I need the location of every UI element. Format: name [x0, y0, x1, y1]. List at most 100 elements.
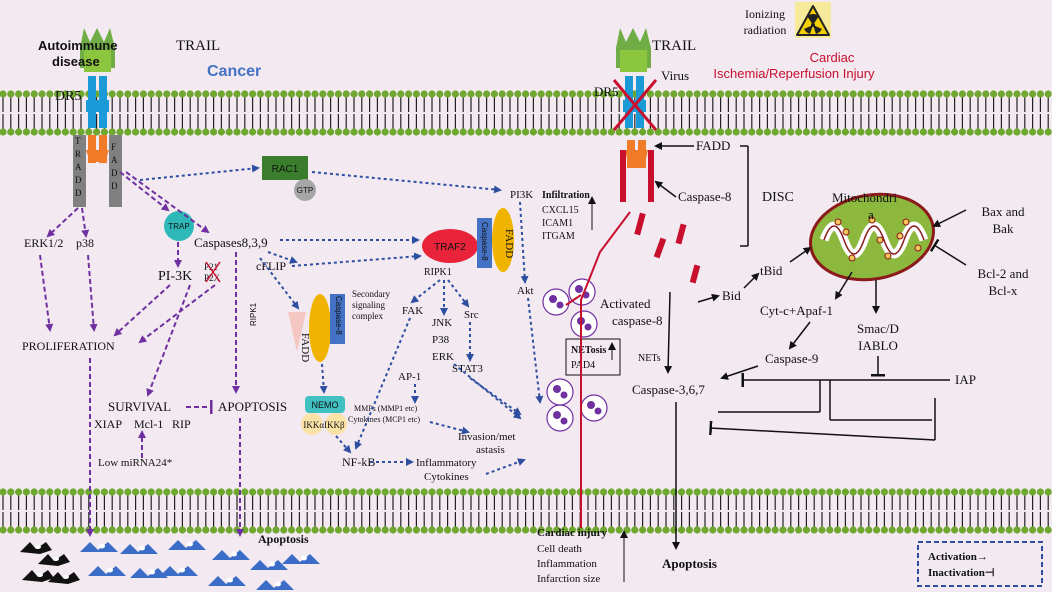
fadd-label: FADD: [299, 333, 311, 362]
proliferation-label: PROLIFERATION: [22, 339, 115, 353]
svg-text:D: D: [75, 175, 82, 185]
svg-text:D: D: [75, 188, 82, 198]
caspases-label: Caspases8,3,9: [194, 235, 268, 250]
nemo-label: NEMO: [312, 400, 339, 410]
iap-label: IAP: [955, 372, 976, 387]
caspase9-arrow: [788, 321, 811, 350]
svg-text:D: D: [111, 168, 118, 178]
inflammation-label: Inflammation: [537, 558, 597, 570]
svg-text:R: R: [75, 149, 81, 159]
svg-text:A: A: [75, 162, 82, 172]
tbid-label: tBid: [760, 263, 783, 278]
p38-label-b: P38: [432, 334, 450, 346]
cytc-arrow: [834, 271, 853, 300]
caspase8-label-b: Caspase-8: [480, 222, 489, 261]
cell-membrane-top: [0, 90, 1052, 136]
itgam-label: ITGAM: [542, 231, 575, 242]
center-blue-arrows: [139, 164, 544, 475]
p21-label: P21: [204, 262, 218, 272]
nets-label: NETs: [638, 353, 661, 364]
trail-ligand-left: [80, 28, 115, 72]
caspase8-box-b: [477, 218, 492, 268]
apoptotic-cells: [20, 540, 320, 590]
disc-label: DISC: [762, 190, 794, 205]
trail-ligand-right: [616, 28, 651, 72]
mmps-label: MMPs (MMP1 etc): [354, 404, 417, 413]
trail-label-left: TRAIL: [176, 38, 220, 54]
mcl1-label: Mcl-1: [134, 417, 163, 431]
gtp-node: [294, 179, 316, 201]
fadd-ellipse: [309, 294, 331, 362]
bcl2-inhibit: [929, 238, 967, 266]
erk-label: ERK: [432, 351, 454, 363]
gtp-label: GTP: [297, 186, 313, 195]
akt-label: Akt: [517, 285, 534, 297]
ikk-label: IKKαIKKβ: [303, 420, 345, 430]
cancer-title: Cancer: [207, 63, 261, 80]
radiation-hazard-icon: [795, 2, 831, 38]
red-signal-lines: [565, 211, 631, 528]
ikka-node: [301, 413, 323, 435]
survival-label: SURVIVAL: [108, 399, 171, 414]
dr5-label-right: DR5: [594, 84, 619, 99]
netosis-box: [565, 338, 621, 376]
trail-label-right: TRAIL: [652, 38, 696, 54]
tbid-arrow: [743, 272, 760, 289]
bid-label: Bid: [722, 288, 741, 303]
caspase8-box: [330, 294, 345, 344]
apoptosis-label-left: Apoptosis: [258, 532, 309, 546]
svg-text:A: A: [111, 155, 118, 165]
bid-arrow: [697, 293, 720, 303]
rip-label: RIP: [172, 417, 191, 431]
pi3k-label-center: PI3K: [510, 189, 533, 201]
caspase8-to-367-arrow: [664, 291, 673, 374]
fadd-ellipse-b: [492, 208, 514, 272]
cytc-label: Cyt-c+Apaf-1: [760, 303, 833, 318]
virus-label: Virus: [661, 68, 689, 83]
mirna-label: Low miRNA24*: [98, 457, 172, 469]
fadd-label-b: FADD: [503, 229, 515, 258]
tbid-mito-arrow: [789, 246, 812, 263]
fadd-label-right: FADD: [696, 138, 730, 153]
cxcl15-label: CXCL15: [542, 205, 579, 216]
ripk1-triangle: [288, 312, 306, 352]
cytokines-mcp-label: Cytokines (MCP1 etc): [348, 415, 420, 424]
death-domain-right: [625, 140, 648, 168]
tradd-block: [73, 135, 86, 207]
death-domain-left: [86, 135, 109, 163]
infiltration-label: Infiltration: [542, 190, 590, 201]
cardiac-injury-label: Cardiac injury: [537, 527, 607, 539]
pi3k-label: PI-3K: [158, 269, 192, 284]
src-label: Src: [464, 309, 479, 321]
nfkb-label: NF-kB: [342, 455, 375, 469]
apoptosis-caps-label: APOPTOSIS: [218, 399, 287, 414]
infarction-size-label: Infarction size: [537, 573, 600, 585]
netosis-label: NETosis: [571, 345, 606, 356]
trap-node: [164, 211, 194, 241]
rac1-label: RAC1: [272, 164, 299, 175]
rac1-box: [262, 156, 308, 180]
svg-text:D: D: [111, 181, 118, 191]
caspase8-label: Caspase-8: [334, 296, 343, 335]
ripk1-label: RIPK1: [249, 302, 258, 326]
mitochondria-organelle: [809, 192, 935, 282]
inhibit-cross-icon: [205, 261, 221, 283]
fak-label: FAK: [402, 305, 423, 317]
fadd-vertical-text: F A D D: [111, 142, 118, 191]
blocked-cross-icon: [612, 79, 658, 131]
left-purple-arrows: [39, 171, 244, 537]
ripk1-label-b: RIPK1: [424, 267, 452, 278]
ikkb-node: [325, 413, 347, 435]
xiap-label: XIAP: [94, 417, 122, 431]
legend-box: [917, 541, 1043, 587]
caspase367-label: Caspase-3,6,7: [632, 382, 705, 397]
cell-death-label: Cell death: [537, 543, 582, 555]
bax-arrow: [932, 209, 967, 227]
caspase8-arrow: [654, 180, 677, 198]
